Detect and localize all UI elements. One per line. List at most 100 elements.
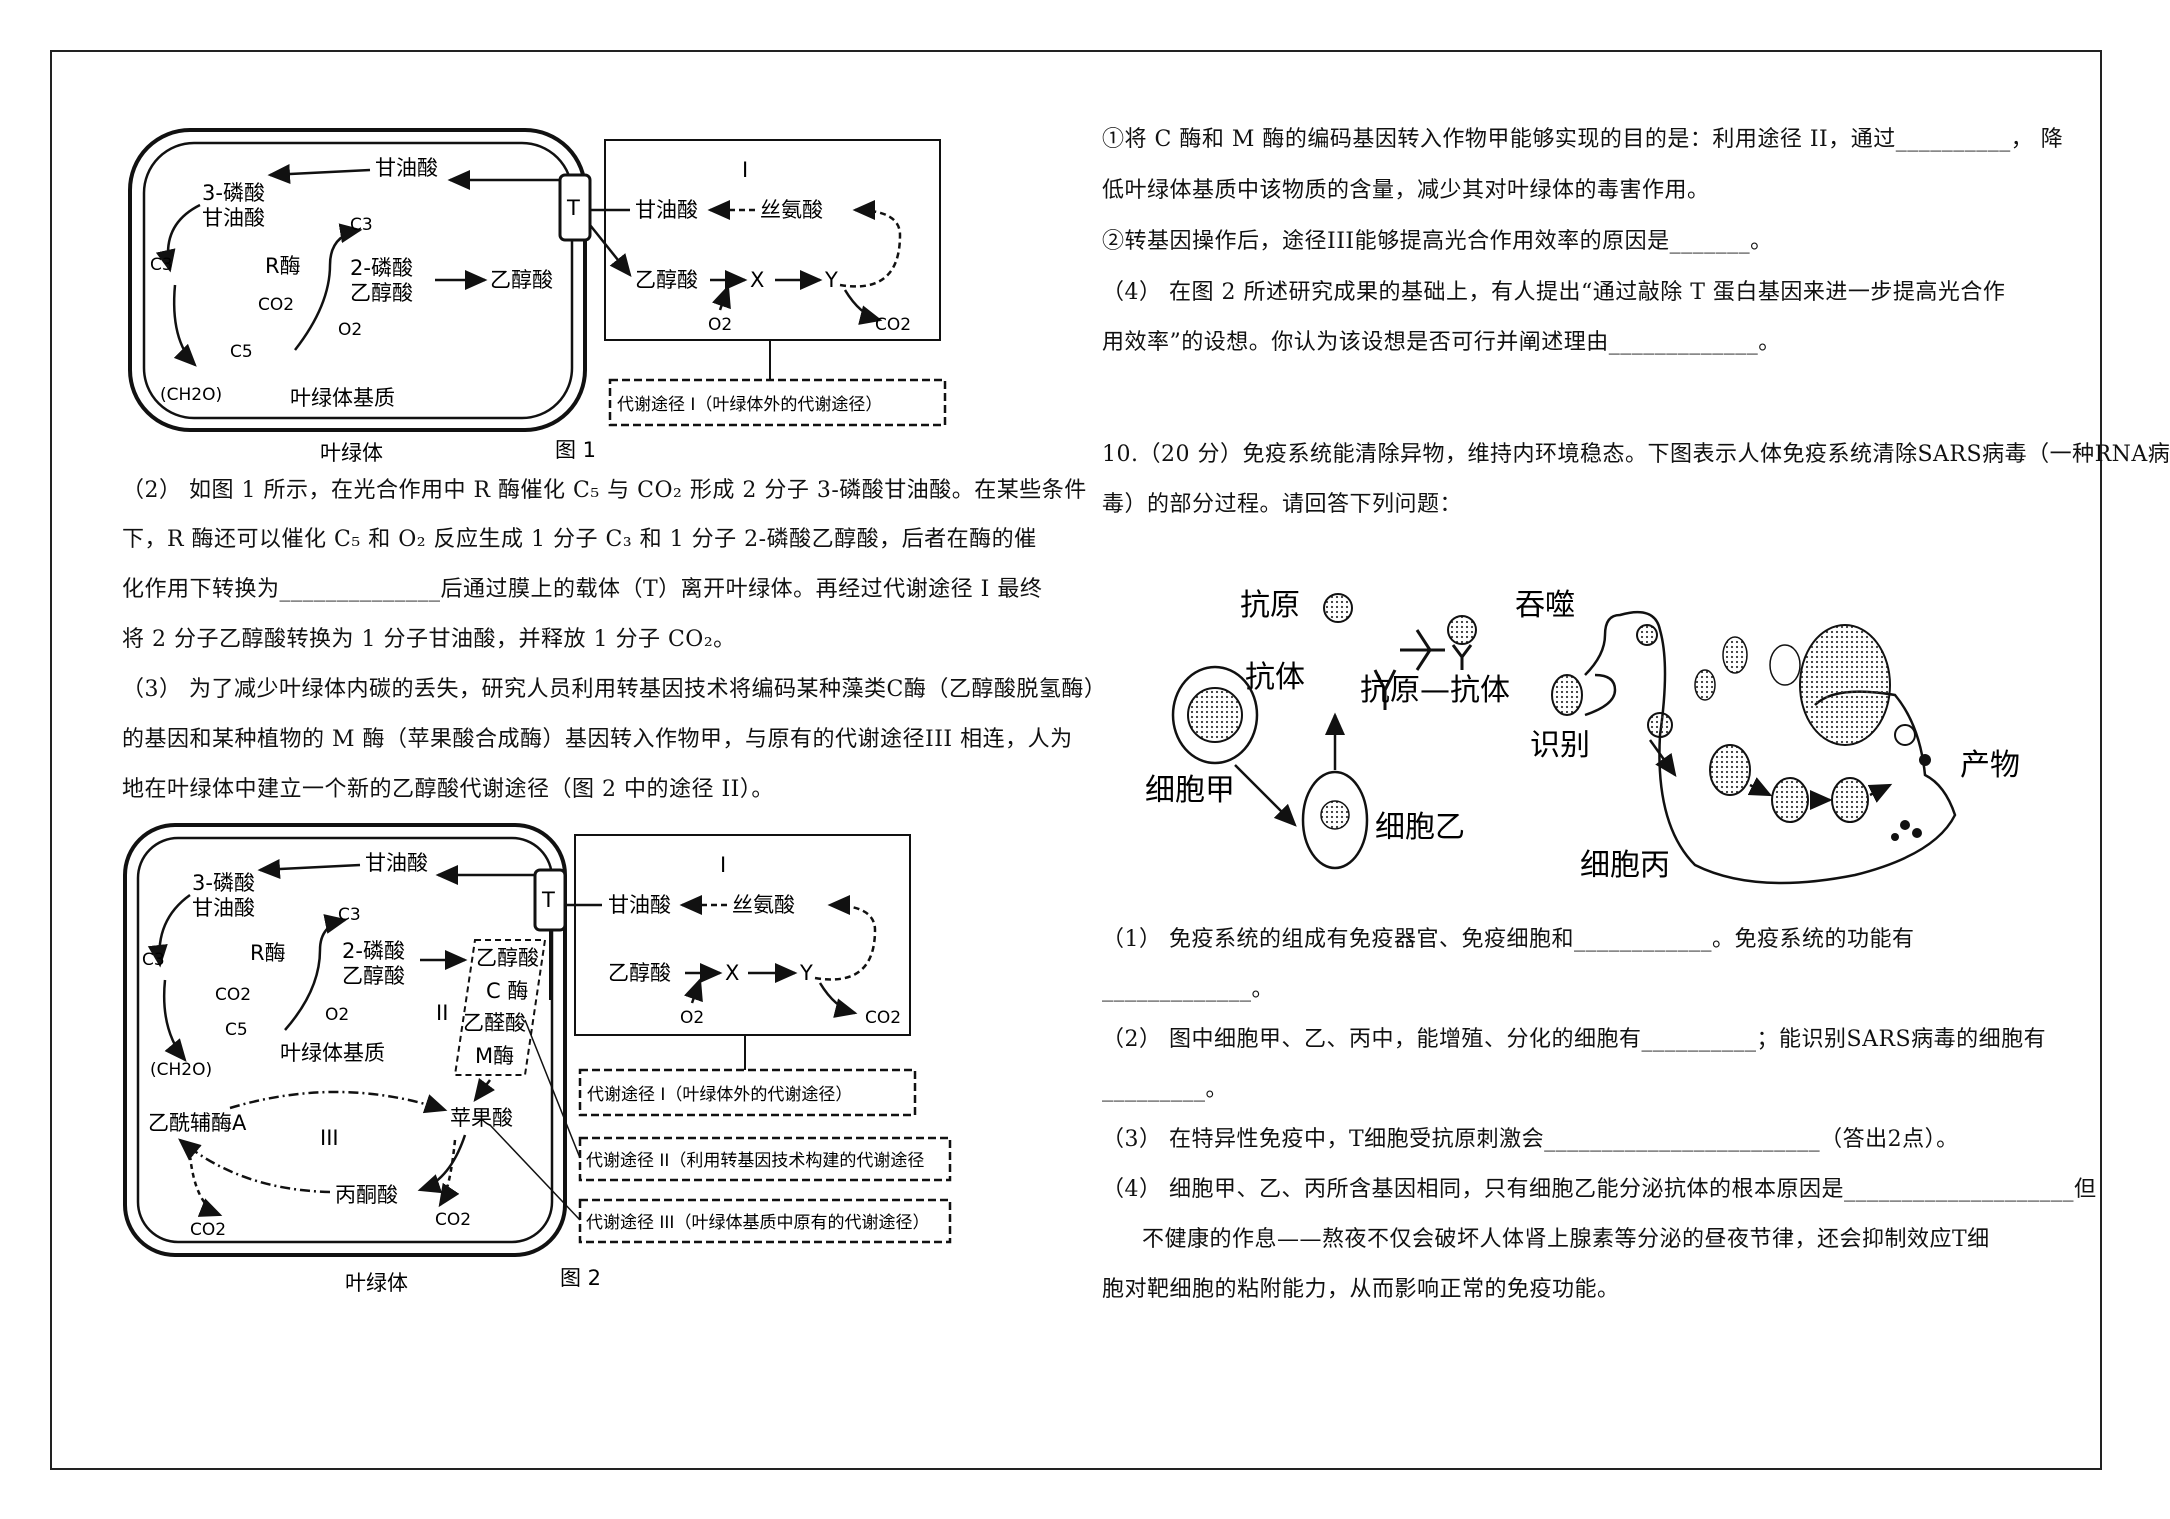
cell-c-outline <box>1584 610 1957 885</box>
roman-1-label-2: I <box>720 853 726 877</box>
glycolate2-label-2: 乙醇酸 <box>608 961 671 985</box>
chloroplast-label: 叶绿体 <box>320 441 383 465</box>
malate-label: 苹果酸 <box>450 1106 513 1130</box>
serine-label-2: 丝氨酸 <box>732 893 795 917</box>
answer-1b: _____________。 <box>1102 977 1275 1002</box>
serine-label: 丝氨酸 <box>760 198 823 222</box>
co2-label: CO2 <box>258 295 294 315</box>
x-label-2: X <box>725 961 739 985</box>
c3-label-2: C3 <box>142 950 165 970</box>
left-line-5: （3） 为了减少叶绿体内碳的丢失，研究人员利用转基因技术将编码某种藻类C酶（乙醇… <box>122 677 1107 702</box>
roman-2-label: II <box>436 1001 448 1025</box>
answer-6: 胞对靶细胞的粘附能力，从而影响正常的免疫功能。 <box>1102 1277 1620 1302</box>
left-line-6: 的基因和某种植物的 M 酶（苹果酸合成酶）基因转入作物甲，与原有的代谢途径III… <box>122 727 1073 752</box>
pathway-3-label-box <box>578 1198 952 1244</box>
chloroplast-label-2: 叶绿体 <box>345 1271 408 1295</box>
o2-label: O2 <box>338 320 362 340</box>
co2c-label: CO2 <box>190 1220 226 1240</box>
roman-1-label: I <box>742 158 748 182</box>
glycerate2-label-2: 甘油酸 <box>608 893 671 917</box>
glycerate2-label: 甘油酸 <box>635 198 698 222</box>
x-label: X <box>750 268 764 292</box>
stroma-label-2: 叶绿体基质 <box>280 1041 385 1065</box>
pathway-1-box-2 <box>574 834 911 1036</box>
acetylcoa-label: 乙酰辅酶A <box>148 1111 247 1135</box>
chloroplast-inner-2 <box>136 836 554 1244</box>
answer-2b: _________。 <box>1102 1077 1229 1102</box>
r-enzyme-label-2: R酶 <box>250 941 286 965</box>
co2-label-2: CO2 <box>215 985 251 1005</box>
engulfed-complex-icon <box>1551 674 1583 716</box>
answer-5: 不健康的作息——熬夜不仅会破坏人体肾上腺素等分泌的昼夜节律，还会抑制效应T细 <box>1142 1227 1990 1252</box>
q10-intro-2: 毒）的部分过程。请回答下列问题： <box>1102 492 1463 517</box>
answer-2: （2） 图中细胞甲、乙、丙中，能增殖、分化的细胞有__________；能识别S… <box>1102 1027 2047 1052</box>
t-label: T <box>566 196 580 220</box>
roman-3-label: III <box>320 1126 339 1150</box>
chloroplast-outer-2 <box>123 823 567 1257</box>
cell-a-icon <box>1171 665 1259 765</box>
figure-2-caption: 图 2 <box>560 1266 601 1290</box>
pyruvate-label: 丙酮酸 <box>335 1183 398 1207</box>
glycolate-label: 乙醇酸 <box>490 268 553 292</box>
pathway-3-label: 代谢途径 III（叶绿体基质中原有的代谢途径） <box>586 1213 929 1233</box>
pathway-1-label-2: 代谢途径 I（叶绿体外的代谢途径） <box>587 1085 852 1105</box>
glycerate-label-2: 甘油酸 <box>365 851 428 875</box>
antibody-label: 抗体 <box>1245 660 1305 695</box>
m-enzyme-label: M酶 <box>475 1044 514 1068</box>
left-line-1: （2） 如图 1 所示，在光合作用中 R 酶催化 C₅ 与 CO₂ 形成 2 分… <box>122 478 1087 503</box>
c-enzyme-label: C 酶 <box>486 979 528 1003</box>
cell-c-label: 细胞丙 <box>1580 848 1670 883</box>
answer-3: （3） 在特异性免疫中，T细胞受抗原刺激会___________________… <box>1102 1127 1959 1152</box>
transporter-t <box>558 173 592 242</box>
left-line-3: 化作用下转换为______________后通过膜上的载体（T）离开叶绿体。再经… <box>122 577 1043 602</box>
figure-2: T 甘油酸 3-磷酸 甘油酸 C3 (CH2O) CO2 C5 R酶 C3 2-… <box>123 823 952 1295</box>
pathway-1-label-box <box>608 378 947 427</box>
q10-intro-1: 10.（20 分）免疫系统能清除异物，维持内环境稳态。下图表示人体免疫系统清除S… <box>1102 442 2170 467</box>
figure-1-caption: 图 1 <box>555 438 596 462</box>
left-line-7: 地在叶绿体中建立一个新的乙醇酸代谢途径（图 2 中的途径 II）。 <box>122 777 774 802</box>
c5-label: C5 <box>230 342 253 362</box>
chloroplast-outer <box>128 128 587 432</box>
complex-antigen-icon <box>1447 615 1477 645</box>
cell-b-label: 细胞乙 <box>1375 810 1465 845</box>
pathway-2-label: 代谢途径 II（利用转基因技术构建的代谢途径 <box>586 1151 924 1171</box>
answer-4: （4） 细胞甲、乙、丙所含基因相同，只有细胞乙能分泌抗体的根本原因是______… <box>1102 1177 2097 1202</box>
cell-b-icon <box>1301 770 1369 870</box>
o2b-label: O2 <box>708 315 732 335</box>
pg-label-2: 乙醇酸 <box>350 281 413 305</box>
pathway-1-label-box-2 <box>578 1068 917 1117</box>
recognize-label: 识别 <box>1530 728 1590 763</box>
pg-label-2b: 乙醇酸 <box>342 964 405 988</box>
right-line-3: ②转基因操作后，途径III能够提高光合作用效率的原因是_______。 <box>1102 229 1773 254</box>
page-border <box>50 50 2102 1470</box>
right-line-2: 低叶绿体基质中该物质的含量，减少其对叶绿体的毒害作用。 <box>1102 178 1710 203</box>
co2b-label: CO2 <box>875 315 911 335</box>
pg-label-2a: 2-磷酸 <box>342 939 405 963</box>
ch2o-label: (CH2O) <box>160 385 222 405</box>
r-enzyme-label: R酶 <box>265 254 301 278</box>
o2-label-2: O2 <box>325 1005 349 1025</box>
antigen-label: 抗原 <box>1240 588 1300 623</box>
answer-1: （1） 免疫系统的组成有免疫器官、免疫细胞和____________。免疫系统的… <box>1102 927 1915 952</box>
stroma-label: 叶绿体基质 <box>290 386 395 410</box>
pathway-1-box <box>604 139 941 341</box>
left-line-2: 下，R 酶还可以催化 C₅ 和 O₂ 反应生成 1 分子 C₃ 和 1 分子 2… <box>122 527 1037 552</box>
antibody-icon <box>1373 669 1397 710</box>
o2b-label-2: O2 <box>680 1008 704 1028</box>
y-label-2: Y <box>799 961 813 985</box>
product-label: 产物 <box>1960 748 2020 783</box>
right-line-5: 用效率”的设想。你认为该设想是否可行并阐述理由_____________。 <box>1102 330 1781 355</box>
complex-label: 抗原—抗体 <box>1360 673 1510 708</box>
co2d-label: CO2 <box>435 1210 471 1230</box>
c3b-label-2: C3 <box>338 905 361 925</box>
cell-a-label: 细胞甲 <box>1145 773 1235 808</box>
chloroplast-inner <box>142 141 574 420</box>
glycolate2-label: 乙醇酸 <box>635 268 698 292</box>
pathway-1-label: 代谢途径 I（叶绿体外的代谢途径） <box>617 395 882 415</box>
pga-label-2: 甘油酸 <box>202 206 265 230</box>
glycerate-label: 甘油酸 <box>375 156 438 180</box>
c3b-label: C3 <box>350 215 373 235</box>
pga-label-2b: 甘油酸 <box>192 896 255 920</box>
glycolate-in-label: 乙醇酸 <box>476 946 539 970</box>
engulf-label: 吞噬 <box>1515 588 1575 623</box>
